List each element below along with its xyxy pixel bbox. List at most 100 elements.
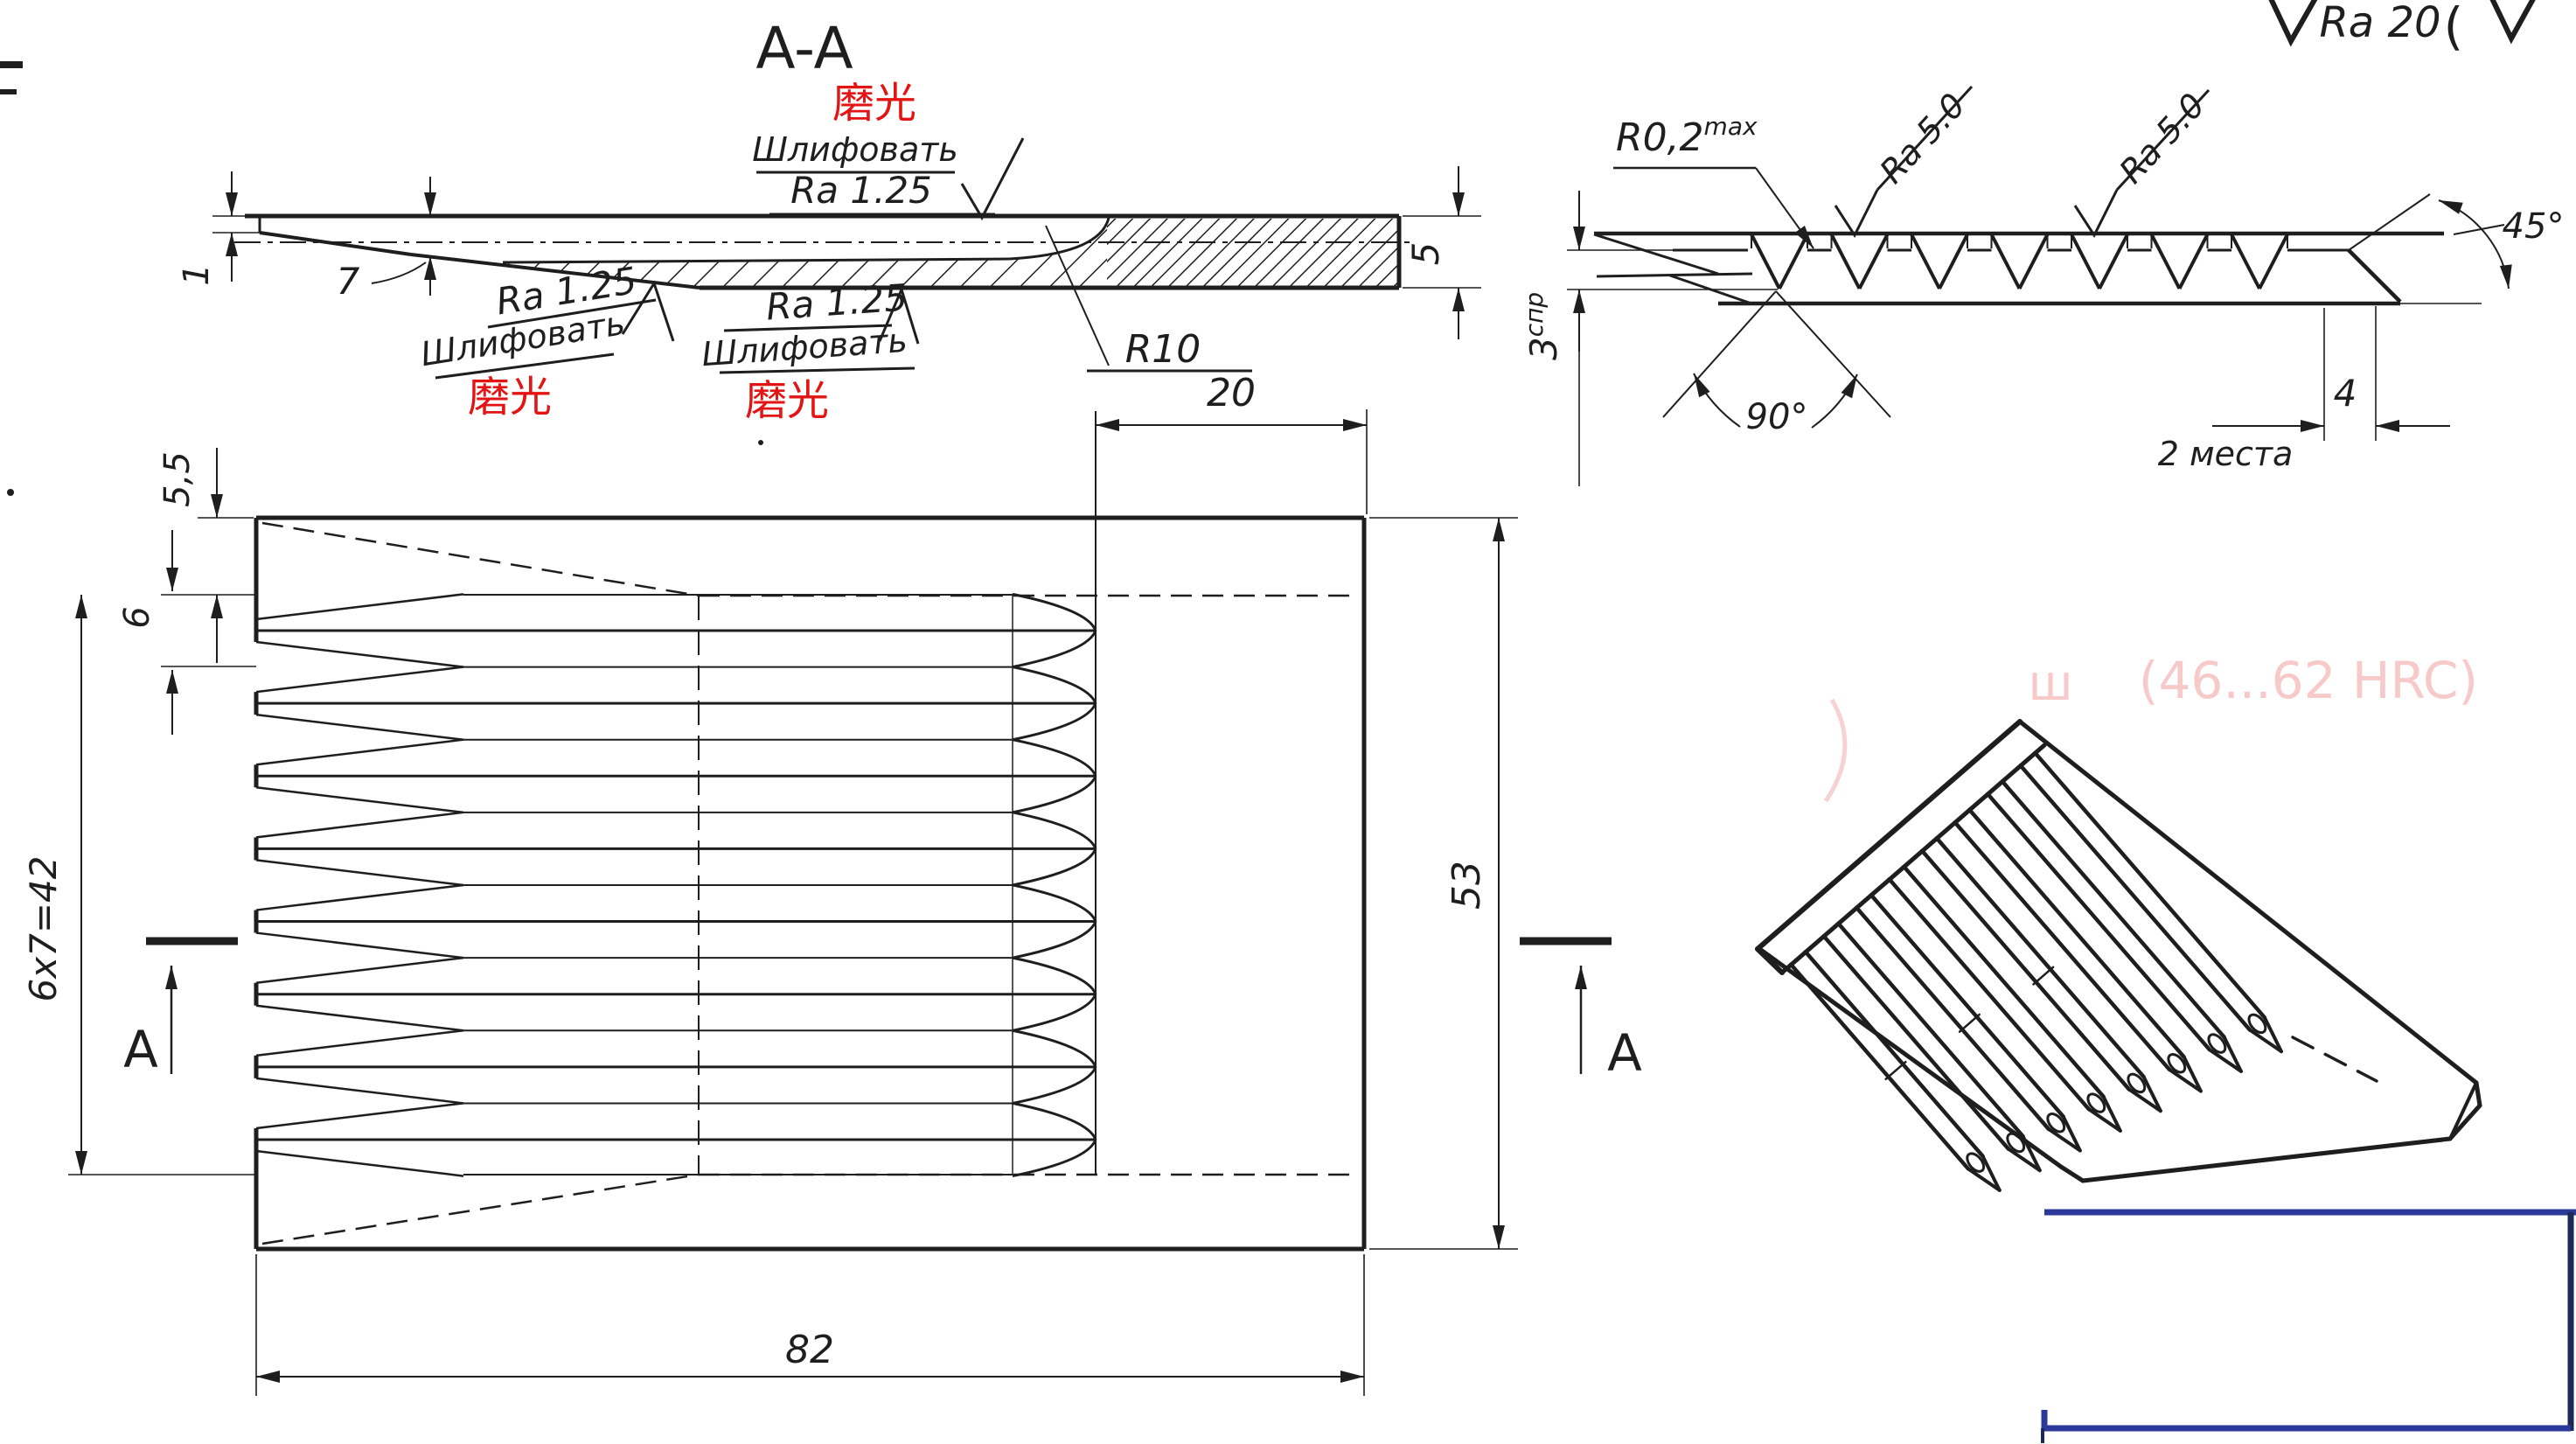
drawing-line <box>1803 950 1985 1159</box>
ra-label: Ra 1.25 <box>790 169 932 212</box>
dim-text: 5 <box>1404 242 1447 266</box>
ra-flag-label: Ra 5.0 <box>1872 86 1973 191</box>
drawing-line <box>2000 779 2226 1040</box>
drawing-line <box>2168 1067 2203 1093</box>
chamfer-angle-45: 45° <box>2438 199 2565 289</box>
drawing-line <box>255 1029 464 1057</box>
drawing-line <box>1829 234 1862 289</box>
drawing-line <box>255 640 464 668</box>
drawing-curve <box>1012 920 1097 959</box>
drawing-line <box>1821 933 2011 1151</box>
places-note: 2 места <box>2158 435 2294 473</box>
drawing-line <box>1887 876 2092 1112</box>
dim-body-width: 20 <box>1096 371 1368 514</box>
drawing-line <box>2222 1035 2243 1073</box>
drawing-line <box>2127 1087 2162 1113</box>
drawing-curve <box>1012 883 1097 923</box>
ra-label: Ra 1.25 <box>765 276 909 328</box>
cut-label: A <box>1607 1023 1642 1083</box>
dim-text: 3спр <box>1520 292 1565 360</box>
drawing-line <box>1967 807 2186 1059</box>
drawing-line <box>255 811 464 839</box>
dim-teeth-span: 6x7=42 <box>22 595 256 1175</box>
drawing-line <box>255 956 464 984</box>
drawing-line <box>255 883 464 911</box>
roughness-check-icon <box>878 285 920 345</box>
dim-text: 82 <box>785 1328 834 1372</box>
section-title: A-A <box>755 15 853 82</box>
dim-tip-thickness: 1 <box>177 171 262 286</box>
cut-label: A <box>123 1020 158 1079</box>
detail-view: R0,2max Ra 5.0 Ra 5.0 90° <box>1520 85 2565 486</box>
angle-text: 45° <box>2503 206 2565 247</box>
drawing-line <box>1854 905 2051 1132</box>
drawing-line <box>1919 848 2132 1092</box>
scan-artifacts <box>0 61 763 496</box>
corner-ra-value: Ra 20 <box>2319 0 2440 47</box>
sketch-hidden-line <box>2291 1036 2378 1083</box>
blade-profile <box>234 213 1415 290</box>
drawing-line <box>2032 966 2055 986</box>
drawing-curve <box>1012 738 1097 777</box>
drawing-curve <box>1012 592 1097 631</box>
drawing-line <box>1869 893 2065 1119</box>
corner-roughness-note: Ra 20 ( <box>2268 0 2536 56</box>
plan-teeth <box>254 592 1097 1178</box>
polish-note-mid: 磨光 <box>745 376 829 425</box>
radius-label: R10 <box>1125 327 1201 372</box>
drawing-line <box>1902 864 2106 1099</box>
detail-sawteeth <box>1750 234 2312 289</box>
grind-note-left: Ra 1.25 Шлифовать 磨光 <box>418 259 675 422</box>
ra50-flag-left: Ra 5.0 <box>1834 85 1973 239</box>
drawing-curve <box>1012 811 1097 850</box>
drawing-curve <box>1012 666 1097 704</box>
prong-tip-ellipse <box>2207 1033 2227 1054</box>
drawing-line <box>1788 962 1971 1171</box>
dim-text: 1 <box>177 263 217 285</box>
hidden-line <box>261 521 700 597</box>
dim-text: 5,5 <box>157 451 198 507</box>
drawing-curve <box>1012 956 1097 995</box>
prong-tip-ellipse <box>2127 1072 2147 1094</box>
dim-overall-height: 53 <box>1369 517 1518 1250</box>
prong-tip-ellipse <box>2247 1013 2267 1035</box>
dim-text: 6x7=42 <box>22 856 65 1002</box>
drawing-line <box>2006 1147 2042 1173</box>
drawing-line <box>2061 1114 2082 1153</box>
plan-outline <box>254 411 1367 1252</box>
drawing-line <box>2262 1015 2283 1054</box>
sketch-prongs <box>1788 750 2283 1192</box>
r02-note: R0,2max <box>1613 112 1814 249</box>
drawing-line <box>2018 763 2252 1032</box>
dim-land-width: 4 2 места <box>2158 306 2450 473</box>
drawing-curve <box>1012 702 1097 742</box>
drawing-line <box>1953 820 2172 1072</box>
drawing-line <box>1958 1013 1981 1033</box>
drawing-line <box>2098 234 2129 289</box>
roughness-check-icon <box>2073 189 2119 239</box>
drawing-line <box>255 1004 464 1032</box>
drawing-line <box>2182 1055 2203 1093</box>
depth-value: 3 <box>1522 337 1565 360</box>
drawing-line <box>1778 234 1809 289</box>
drawing-line <box>255 593 464 621</box>
polish-note-top: 磨光 <box>832 79 916 128</box>
grind-note-top: Шлифовать Ra 1.25 <box>752 130 1025 221</box>
drawing-curve <box>1012 848 1097 887</box>
roughness-check-icon <box>2268 0 2318 47</box>
drawing-line <box>255 786 464 814</box>
drawing-line <box>255 666 464 694</box>
drawing-line <box>1934 836 2146 1079</box>
drawing-line <box>2017 234 2050 289</box>
watermark: ш (46...62 HRC) <box>1823 651 2478 803</box>
depth-sup: спр <box>1520 292 1549 337</box>
r10-note: R10 <box>1045 225 1252 373</box>
radius-value: R0,2 <box>1616 115 1704 160</box>
polish-note-left: 磨光 <box>468 373 552 422</box>
cut-mark-left: A <box>123 937 238 1079</box>
drawing-curve <box>1012 775 1097 814</box>
ra50-flag-right: Ra 5.0 <box>2073 86 2212 239</box>
grind-label: Шлифовать <box>700 321 909 373</box>
drawing-line <box>255 738 464 766</box>
